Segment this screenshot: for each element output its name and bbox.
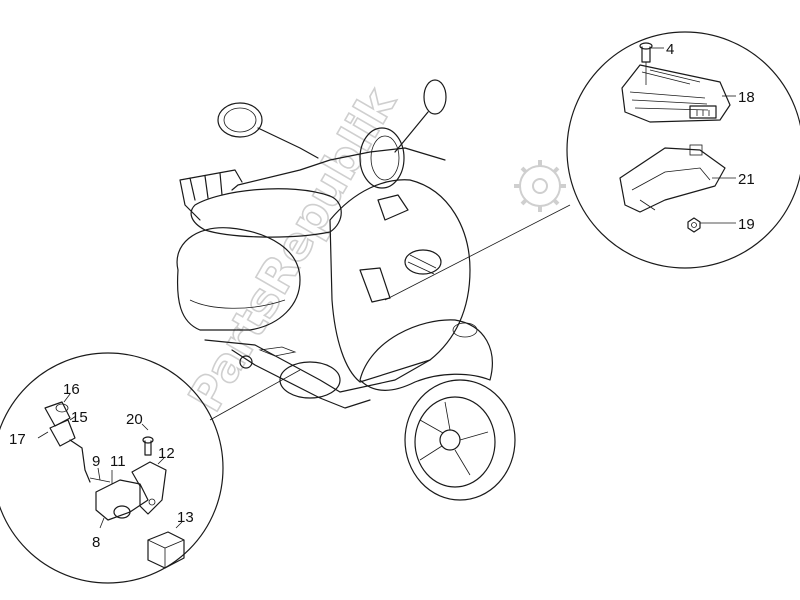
watermark-text: PartsRepublik [178, 78, 407, 421]
nut-19 [687, 217, 701, 233]
callout-9: 9 [92, 453, 100, 470]
callout-20: 20 [126, 411, 143, 428]
rear-body [176, 227, 301, 331]
rear-rack [179, 169, 243, 221]
leg-shield [329, 179, 471, 383]
callout-21: 21 [738, 171, 755, 188]
callout-8: 8 [92, 534, 100, 551]
relay-unit [147, 531, 185, 569]
horn-cover [377, 194, 409, 221]
handlebar [231, 147, 446, 191]
voltage-regulator [621, 64, 731, 123]
left-mirror [217, 102, 319, 159]
callout-18: 18 [738, 89, 755, 106]
coil-bracket [131, 461, 167, 515]
callout-11: 11 [110, 453, 126, 470]
screw-4 [639, 42, 653, 85]
callout-15: 15 [71, 409, 88, 426]
callout-16: 16 [63, 381, 80, 398]
grille [359, 267, 391, 303]
front-wheel [404, 379, 516, 501]
front-fender [359, 319, 493, 391]
callout-4: 4 [666, 41, 674, 58]
headlamp [359, 127, 405, 189]
leader-lines [37, 47, 736, 529]
gear-icon [514, 160, 566, 212]
callout-13: 13 [177, 509, 194, 526]
callout-12: 12 [158, 445, 175, 462]
floorboard [204, 339, 431, 393]
scooter-illustration [176, 79, 516, 501]
spark-plug-cap [44, 401, 91, 483]
regulator-bracket [619, 144, 726, 213]
watermark: PartsRepublik [177, 77, 566, 421]
detail-circle-ignition [0, 352, 301, 584]
callout-19: 19 [738, 216, 755, 233]
rear-wheel [279, 361, 341, 399]
callout-labels: 4 18 21 19 16 15 17 20 12 9 11 13 8 [9, 41, 755, 551]
right-mirror [394, 79, 447, 153]
screw-20 [142, 436, 154, 456]
detail-circle-regulator [384, 31, 800, 301]
callout-17: 17 [9, 431, 26, 448]
